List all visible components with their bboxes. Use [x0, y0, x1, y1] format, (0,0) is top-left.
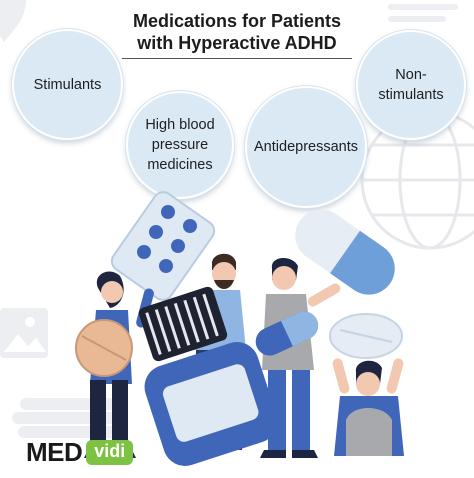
bubble-label: Stimulants	[33, 76, 102, 93]
round-pill-icon	[75, 319, 133, 377]
title-divider	[122, 58, 352, 59]
small-capsule-icon	[255, 311, 319, 356]
location-pin-icon	[0, 0, 26, 42]
tablet-icon	[329, 313, 403, 359]
category-bubble-non-stimulants: Non- stimulants	[356, 30, 466, 140]
image-placeholder-icon	[0, 308, 48, 358]
brand-logo: MED vidi	[26, 436, 134, 467]
title-line-1: Medications for Patients	[132, 11, 342, 31]
person-sitting-girl	[332, 358, 404, 456]
category-bubble-high-blood-pressure-medicines: High blood pressure medicines	[126, 91, 234, 199]
category-bubble-stimulants: Stimulants	[12, 29, 123, 140]
title-line-2: with Hyperactive ADHD	[137, 33, 337, 53]
capsule-icon	[295, 209, 395, 295]
pill-bottle-icon	[138, 286, 278, 466]
page-title: Medications for Patients with Hyperactiv…	[100, 10, 374, 54]
blister-pack-icon	[110, 191, 216, 301]
logo-med-text: MED	[26, 436, 83, 467]
bubble-label: Non- stimulants	[378, 67, 444, 103]
document-lines-icon	[388, 4, 458, 22]
category-bubble-antidepressants: Antidepressants	[245, 86, 367, 208]
bubble-label: Antidepressants	[254, 139, 358, 155]
person-woman-right	[260, 257, 341, 458]
logo-vidi-text: vidi	[86, 439, 134, 465]
bubble-label: High blood pressure medicines	[145, 117, 215, 173]
